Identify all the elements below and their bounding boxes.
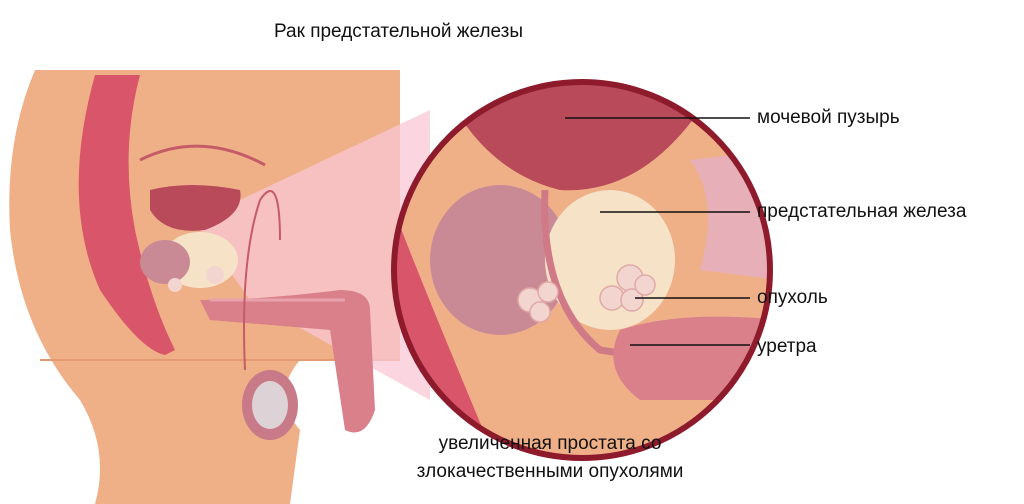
zoom-highlight-cone <box>200 110 430 400</box>
rectum <box>78 75 175 355</box>
magnifier-circle-border <box>391 79 773 461</box>
magnified-view <box>394 82 770 458</box>
label-prostate: предстательная железа <box>757 201 967 222</box>
caption-line-2: злокачественными опухолями <box>416 461 684 482</box>
tumors <box>517 264 656 323</box>
penis <box>200 290 375 433</box>
diagram-title: Рак предстательной железы <box>274 21 524 42</box>
label-bladder: мочевой пузырь <box>757 107 900 128</box>
label-urethra: уретра <box>757 336 817 357</box>
caption: увеличенная простата со злокачественными… <box>360 430 740 486</box>
leader-lines <box>565 117 750 346</box>
label-tumor: опухоль <box>757 287 828 308</box>
bladder <box>150 185 241 231</box>
caption-line-1: увеличенная простата со <box>438 433 662 454</box>
